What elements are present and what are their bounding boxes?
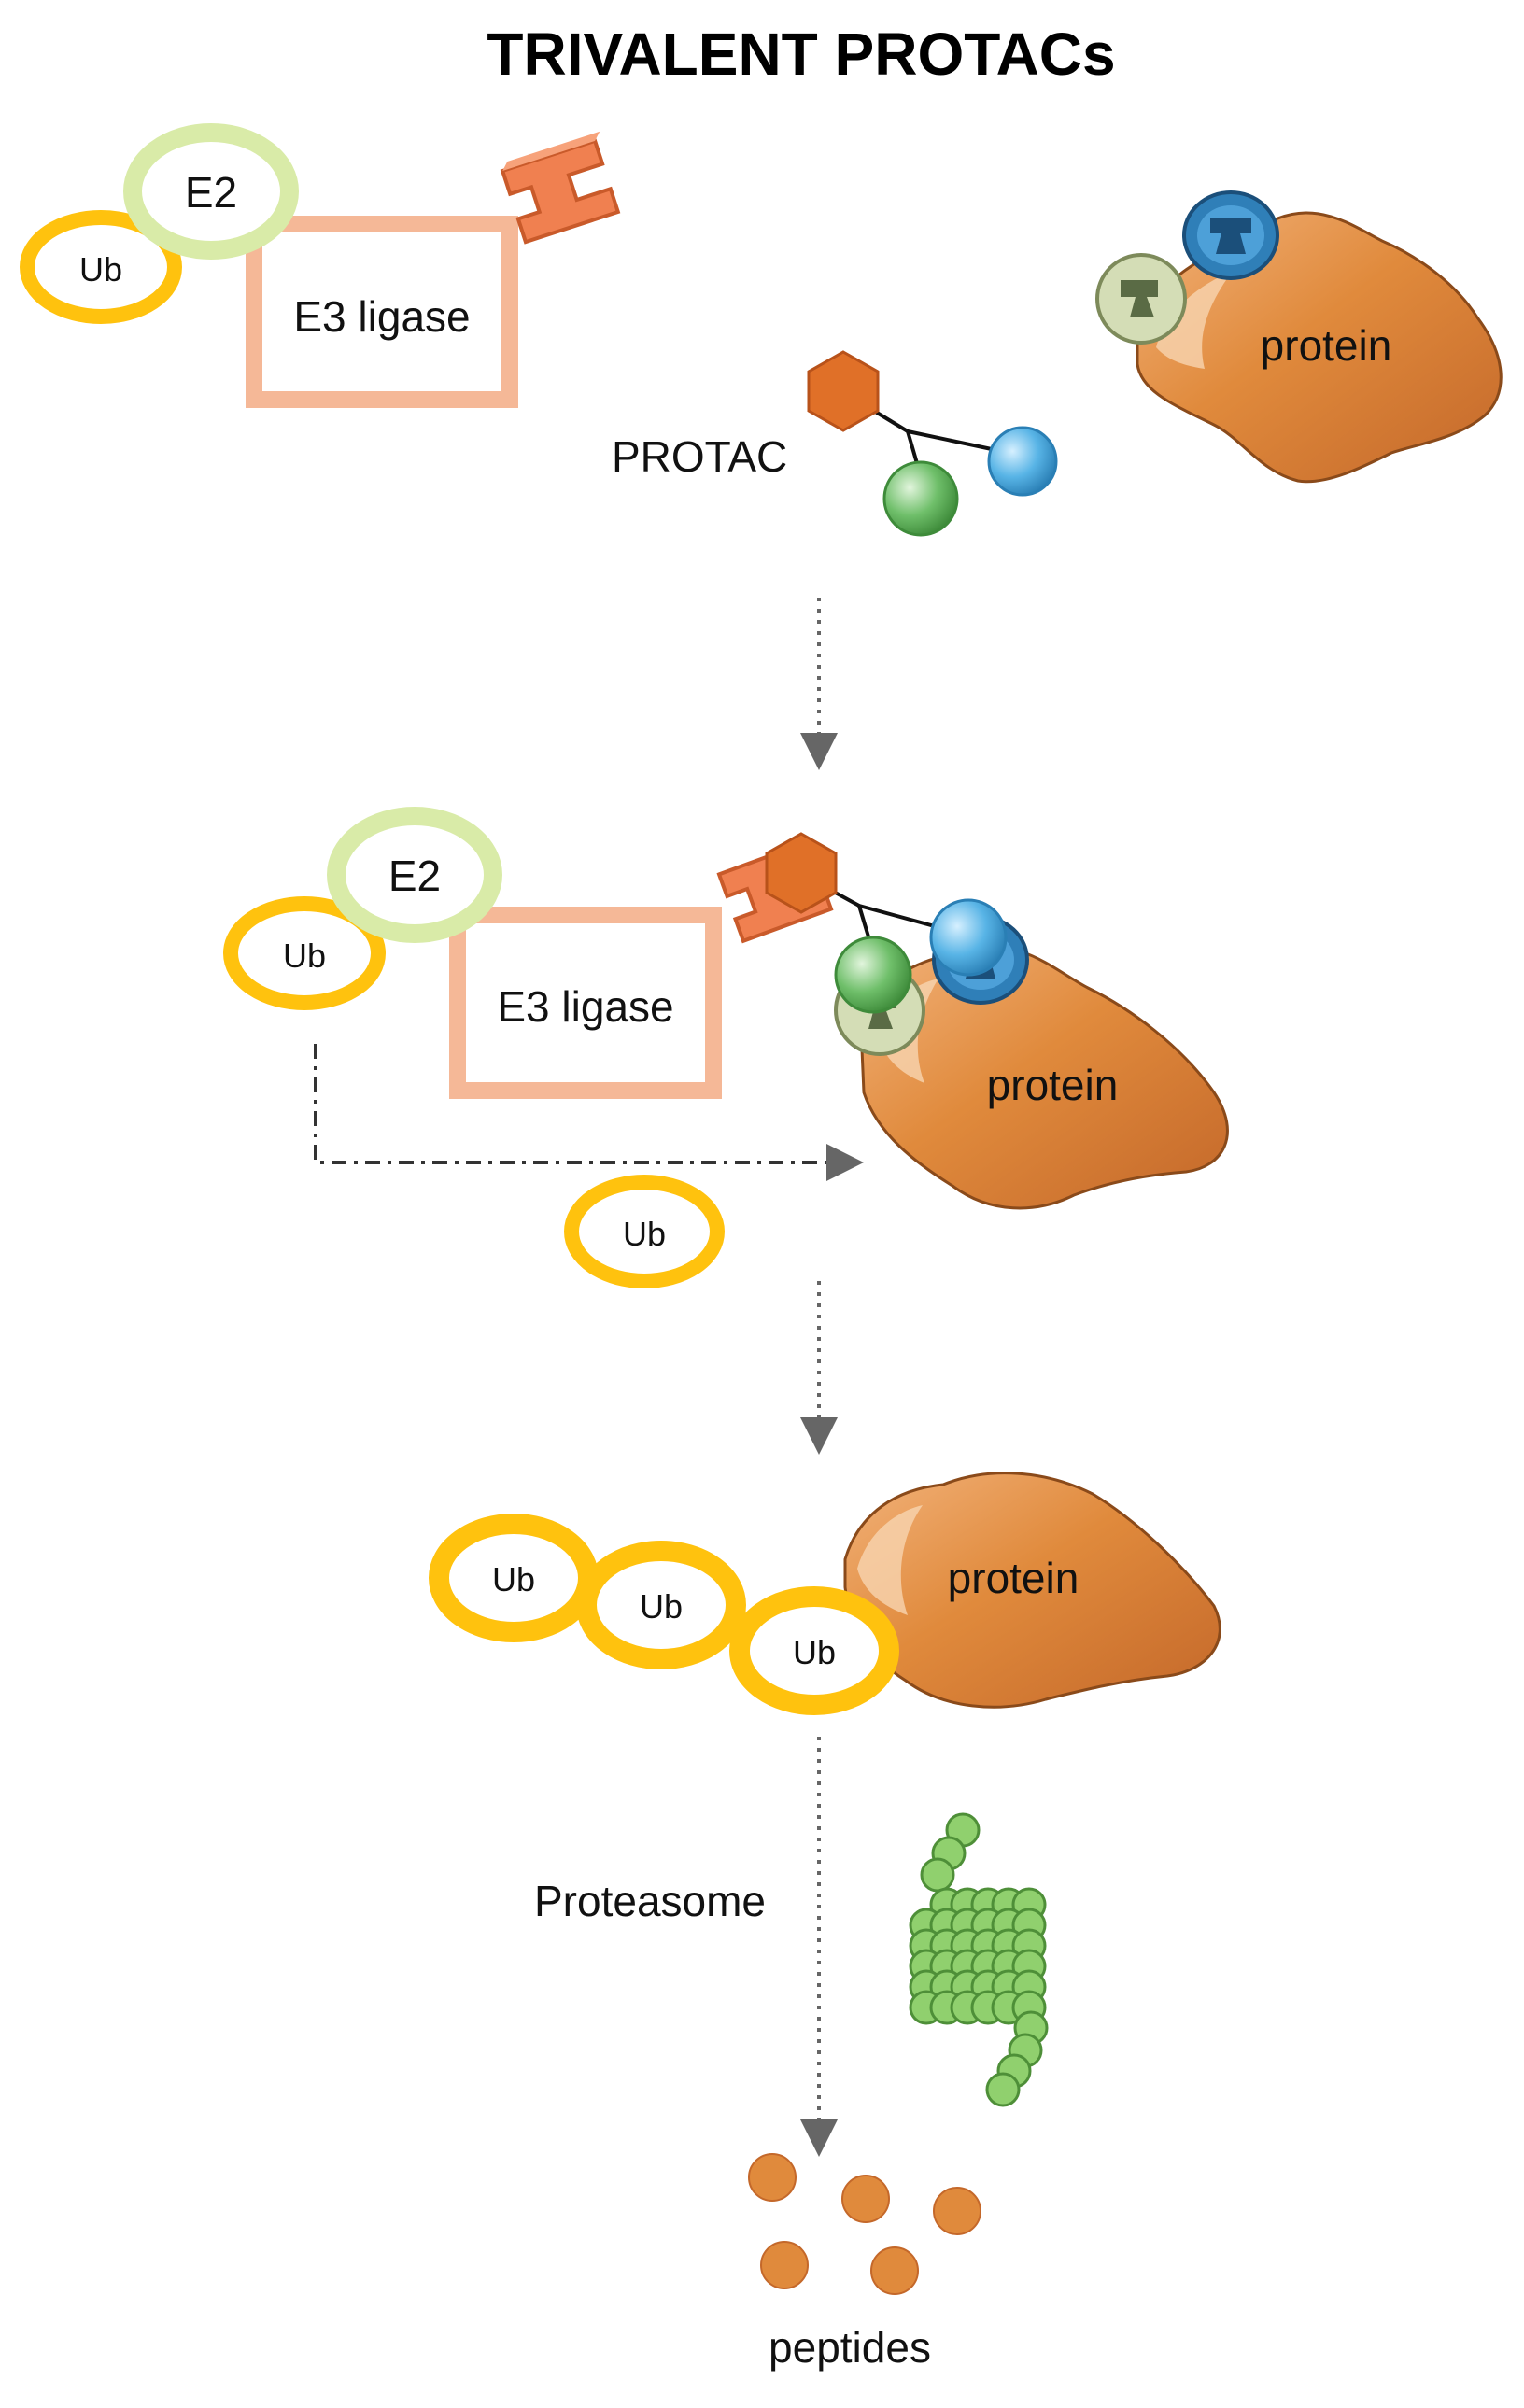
e3-ligase-box	[449, 907, 722, 1099]
peptide-dot	[760, 2241, 809, 2289]
e3-ligase-label: E3 ligase	[293, 292, 470, 341]
ub-ring	[564, 1175, 725, 1288]
protein-label: protein	[948, 1554, 1080, 1602]
protein-pocket-icon	[1095, 253, 1187, 345]
protein-label: protein	[987, 1061, 1119, 1109]
e3-ligase-label: E3 ligase	[497, 982, 673, 1031]
protac-molecule	[716, 832, 1008, 1014]
ub-label: Ub	[492, 1560, 535, 1598]
e2-label: E2	[185, 168, 237, 217]
peptide-dot	[870, 2246, 919, 2295]
proteasome-bead	[920, 1857, 955, 1893]
proteasome-bead	[985, 2072, 1021, 2107]
e3-ligand-binder-icon	[500, 131, 621, 245]
polyubiquitin-chain: Ub Ub Ub	[429, 1514, 899, 1715]
e3-ligand-hexagon	[765, 832, 838, 914]
ub-ring	[20, 210, 182, 324]
target-protein: protein	[1095, 190, 1503, 484]
ub-label: Ub	[623, 1215, 666, 1253]
ub-label: Ub	[640, 1587, 683, 1626]
target-ligand-blue-sphere	[987, 426, 1058, 497]
target-ligand-green-sphere	[882, 460, 959, 537]
protein-label: protein	[1261, 321, 1392, 370]
e3-ligand-hexagon	[807, 350, 880, 432]
protac-molecule	[807, 350, 1058, 537]
target-ligand-green-sphere	[834, 936, 912, 1014]
e3-ligase-box	[246, 216, 518, 408]
protein-pocket-icon	[1182, 190, 1279, 280]
ub-ring	[729, 1586, 899, 1715]
e2-label: E2	[388, 852, 441, 900]
e2-ring	[123, 123, 299, 260]
e2-ring	[327, 807, 502, 943]
diagram-title: TRIVALENT PROTACs	[487, 21, 1115, 88]
panel-initial-components: E3 ligase Ub E2 PROTAC protein	[20, 123, 1503, 537]
ub-label: Ub	[283, 936, 326, 975]
peptides-group	[748, 2153, 981, 2295]
target-ligand-blue-sphere	[929, 898, 1008, 977]
ub-ring	[576, 1541, 746, 1669]
proteasome-icon	[909, 1812, 1049, 2107]
target-protein: protein	[843, 1472, 1221, 1709]
ub-label: Ub	[793, 1633, 836, 1671]
ub-transfer-arrow	[314, 1044, 864, 1181]
peptide-dot	[841, 2175, 890, 2223]
peptide-dot	[748, 2153, 797, 2202]
protac-label: PROTAC	[612, 432, 787, 481]
panel-ternary-complex: E3 ligase Ub E2 protein	[223, 807, 1229, 1288]
ub-ring	[223, 896, 386, 1010]
peptides-label: peptides	[769, 2323, 931, 2372]
peptide-dot	[933, 2187, 981, 2235]
panel-polyubiquitinated-protein: protein Ub Ub Ub	[429, 1472, 1221, 1715]
ub-label: Ub	[79, 250, 122, 289]
proteasome-label: Proteasome	[534, 1877, 766, 1925]
